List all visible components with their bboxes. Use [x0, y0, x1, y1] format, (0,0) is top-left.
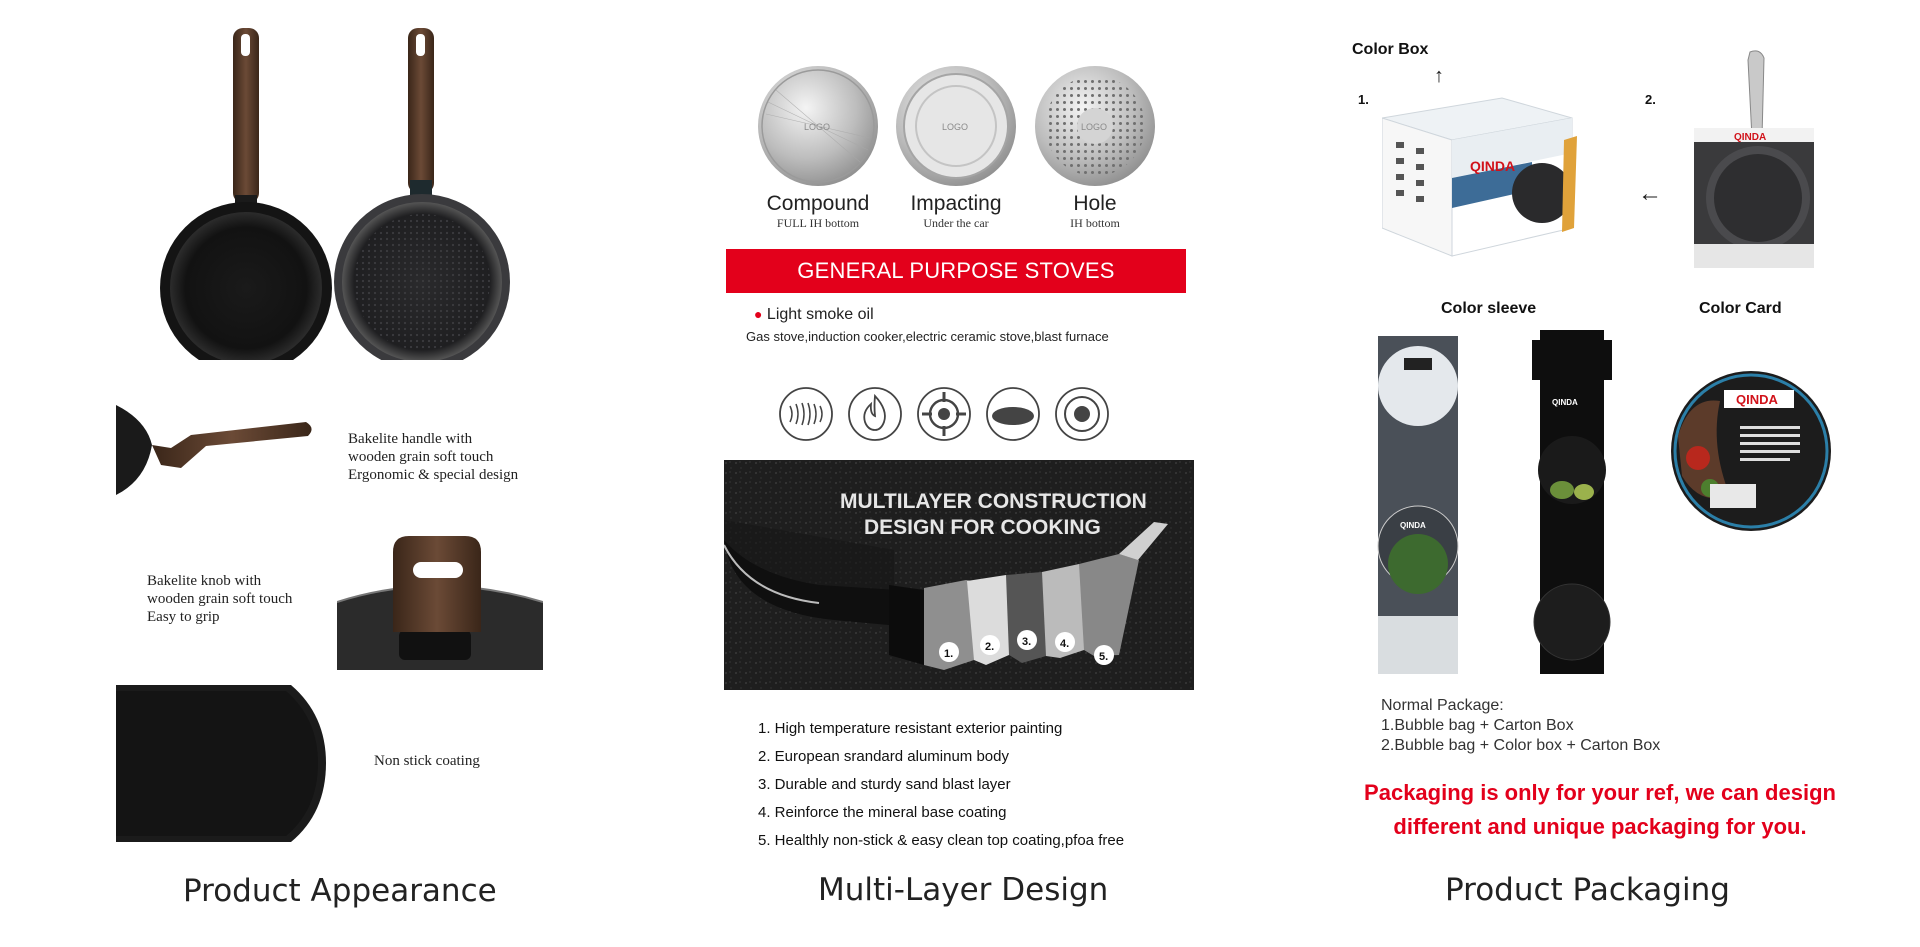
- knob-feature-text: Bakelite knob with wooden grain soft tou…: [147, 573, 293, 625]
- panel-product-packaging: Color Box ↑ 1. 2. QINDA ← QINDA Color sl…: [1330, 0, 1890, 947]
- sleeve-1-brand-logo: QINDA: [1400, 521, 1426, 530]
- panel-product-appearance: Bakelite handle with wooden grain soft t…: [0, 0, 620, 947]
- coating-detail-image: [116, 685, 326, 842]
- arrow-left-icon: ←: [1638, 180, 1662, 207]
- panel-multilayer-design: LOGO LOGO LOGO Compound FULL IH bottom I…: [700, 0, 1220, 947]
- packaging-note: Packaging is only for your ref, we can d…: [1360, 776, 1840, 844]
- color-box-image: QINDA: [1382, 97, 1577, 257]
- bullet-dot: ●: [754, 306, 763, 322]
- disc-logo-1: LOGO: [804, 122, 831, 132]
- normal-package-block: Normal Package: 1.Bubble bag + Carton Bo…: [1381, 696, 1660, 756]
- bottom-label-compound: Compound FULL IH bottom: [766, 192, 870, 230]
- card-brand-logo: QINDA: [1734, 132, 1766, 143]
- layer-item-5: 5. Healthly non-stick & easy clean top c…: [758, 832, 1125, 849]
- coating-feature-text: Non stick coating: [374, 753, 480, 769]
- sleeve-2-brand-logo: QINDA: [1552, 398, 1578, 407]
- layer-marker-2: 2.: [985, 641, 994, 653]
- color-sleeve-image-1: QINDA: [1377, 336, 1459, 674]
- color-card-pan-image: QINDA: [1694, 50, 1814, 268]
- layer-item-1: 1. High temperature resistant exterior p…: [758, 720, 1063, 737]
- normal-package-line-1: 1.Bubble bag + Carton Box: [1381, 717, 1574, 734]
- construction-title-line2: DESIGN FOR COOKING: [864, 516, 1101, 539]
- layer-item-4: 4. Reinforce the mineral base coating: [758, 804, 1007, 821]
- label-color-card: Color Card: [1699, 300, 1782, 317]
- color-sleeve-image-2: QINDA: [1532, 330, 1612, 674]
- layer-marker-4: 4.: [1060, 638, 1069, 650]
- caption-product-appearance: Product Appearance: [183, 873, 497, 909]
- bottom-disc-impacting: [896, 66, 1016, 186]
- smoke-oil-bullet: ● Light smoke oil: [754, 306, 874, 323]
- knob-detail-image: [337, 532, 543, 670]
- handle-detail-image: [116, 405, 312, 495]
- arrow-up-icon: ↑: [1434, 65, 1444, 87]
- bottom-disc-compound: [758, 66, 878, 186]
- layer-marker-5: 5.: [1099, 651, 1108, 663]
- construction-title-line1: MULTILAYER CONSTRUCTION: [840, 490, 1147, 513]
- caption-multilayer-design: Multi-Layer Design: [818, 872, 1109, 908]
- caption-product-packaging: Product Packaging: [1445, 872, 1730, 908]
- gas-burner-icon: [917, 387, 971, 441]
- hotplate-icon: [1055, 387, 1109, 441]
- stove-icon-row: [779, 387, 1109, 441]
- package-number-1: 1.: [1358, 92, 1369, 107]
- multilayer-cross-section-image: MULTILAYER CONSTRUCTION DESIGN FOR COOKI…: [724, 460, 1194, 690]
- packaging-note-line-1: Packaging is only for your ref, we can d…: [1364, 780, 1836, 805]
- induction-coil-icon: [779, 387, 833, 441]
- bottom-label-hole: Hole IH bottom: [1070, 192, 1120, 230]
- flame-icon: [848, 387, 902, 441]
- handle-feature-text: Bakelite handle with wooden grain soft t…: [348, 431, 519, 483]
- label-color-box: Color Box: [1352, 41, 1429, 58]
- layer-item-2: 2. European srandard aluminum body: [758, 748, 1009, 765]
- stoves-banner: GENERAL PURPOSE STOVES: [726, 249, 1186, 293]
- round-card-brand-logo: QINDA: [1736, 392, 1779, 407]
- box-brand-logo: QINDA: [1470, 158, 1515, 174]
- layer-marker-1: 1.: [944, 648, 953, 660]
- packaging-note-line-2: different and unique packaging for you.: [1393, 814, 1807, 839]
- bottom-disc-hole: [1035, 66, 1155, 186]
- disc-logo-2: LOGO: [942, 122, 969, 132]
- layer-marker-3: 3.: [1022, 636, 1031, 648]
- disc-logo-3: LOGO: [1081, 122, 1108, 132]
- ceramic-plate-icon: [986, 387, 1040, 441]
- stove-types-text: Gas stove,induction cooker,electric cera…: [746, 329, 1109, 344]
- normal-package-line-2: 2.Bubble bag + Color box + Carton Box: [1381, 737, 1661, 754]
- color-card-image: QINDA: [1671, 371, 1831, 531]
- normal-package-title: Normal Package:: [1381, 697, 1504, 714]
- pans-top-image: [160, 28, 510, 360]
- label-color-sleeve: Color sleeve: [1441, 300, 1537, 317]
- layer-list: 1. High temperature resistant exterior p…: [758, 715, 1124, 855]
- bottom-label-impacting: Impacting Under the car: [910, 192, 1002, 230]
- layer-item-3: 3. Durable and sturdy sand blast layer: [758, 776, 1011, 793]
- package-number-2: 2.: [1645, 92, 1656, 107]
